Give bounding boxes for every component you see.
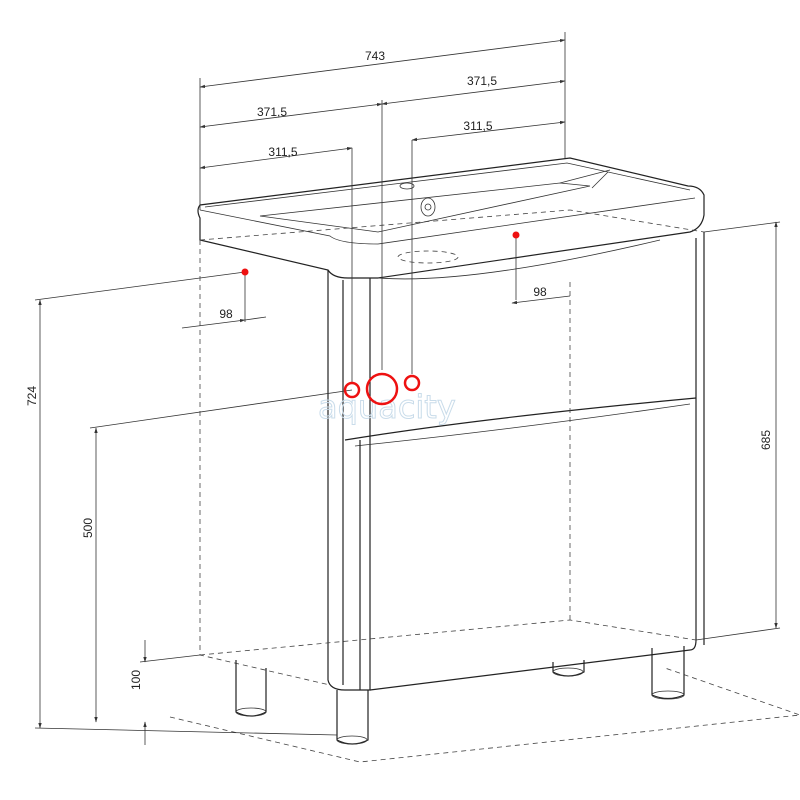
cabinet-height-label: 685 xyxy=(759,430,773,450)
total-height-label: 724 xyxy=(25,386,39,406)
right-water-inlet-marker xyxy=(403,374,421,392)
left-mount-point xyxy=(241,268,249,276)
dimension-labels: 743 371,5 371,5 311,5 311,5 98 98 685 72… xyxy=(25,49,773,690)
legs xyxy=(235,646,685,745)
side-offset-left-label: 98 xyxy=(219,307,233,321)
right-mount-point xyxy=(512,231,520,239)
offset-left-label: 311,5 xyxy=(268,145,297,159)
half-width-right-label: 371,5 xyxy=(467,74,497,88)
cabinet xyxy=(199,209,705,691)
side-offset-right-label: 98 xyxy=(533,285,547,299)
connection-markers xyxy=(241,231,520,406)
basin xyxy=(197,157,705,280)
offset-right-label: 311,5 xyxy=(463,119,492,133)
half-width-left-label: 371,5 xyxy=(257,105,287,119)
dimension-lines xyxy=(38,38,778,745)
left-water-inlet-marker xyxy=(343,381,361,399)
watermark: aquacity xyxy=(318,388,456,426)
total-width-label: 743 xyxy=(365,49,385,63)
leg-height-label: 100 xyxy=(129,670,143,690)
outlet-height-label: 500 xyxy=(81,518,95,538)
drain-outlet-marker xyxy=(365,372,399,406)
floor-footprint xyxy=(169,667,800,763)
extension-lines xyxy=(34,32,781,736)
